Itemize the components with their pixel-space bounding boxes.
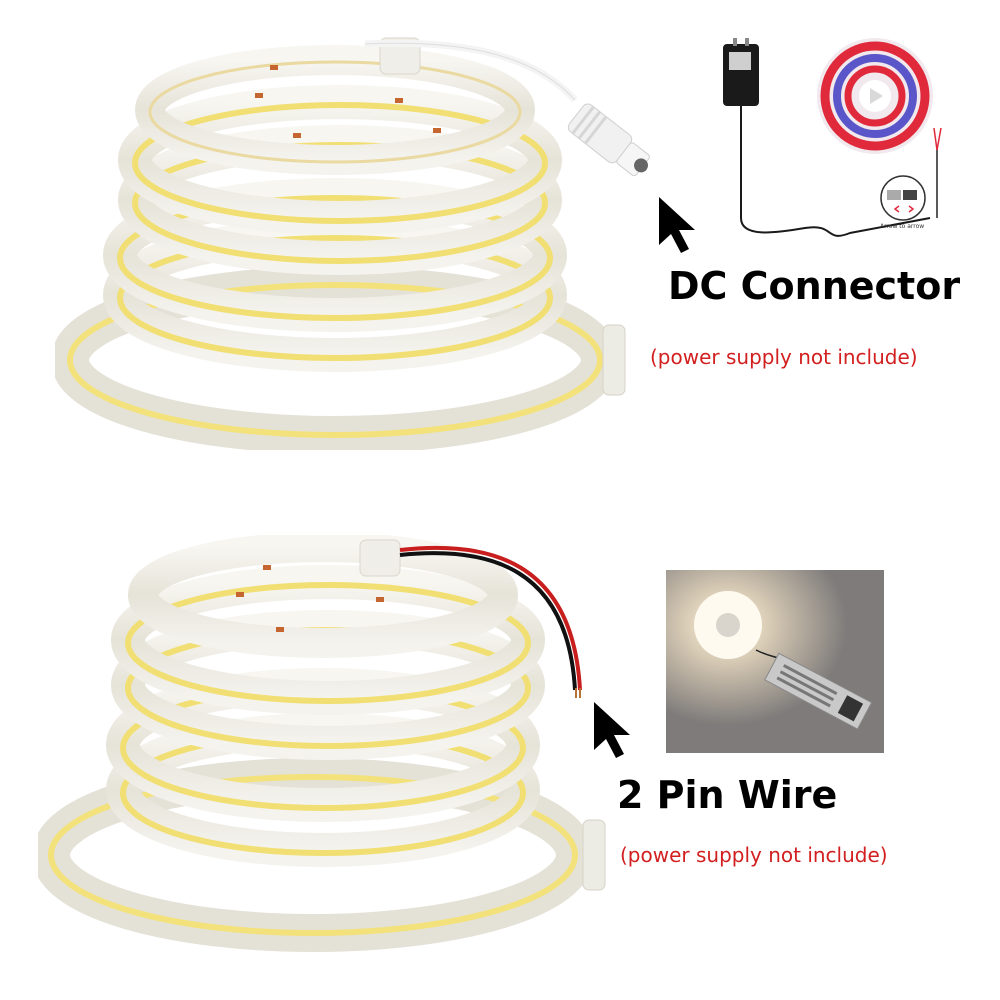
power-note-top: (power supply not include)	[650, 345, 918, 369]
connector-title-wire: 2 Pin Wire	[617, 773, 838, 817]
led-strip-reel-dc	[55, 30, 635, 450]
led-strip-reel-wire	[38, 535, 618, 955]
pointer-arrow-icon	[655, 195, 705, 255]
inset-caption: Arrow to arrow	[880, 223, 924, 230]
power-note-bottom: (power supply not include)	[620, 843, 888, 867]
installation-photo-inset	[666, 570, 884, 753]
pointer-arrow-icon	[590, 700, 640, 760]
two-pin-wire	[398, 540, 598, 710]
dc-female-connector	[360, 30, 660, 200]
power-adapter-inset: Arrow to arrow	[715, 38, 970, 253]
connector-title-dc: DC Connector	[668, 264, 961, 308]
